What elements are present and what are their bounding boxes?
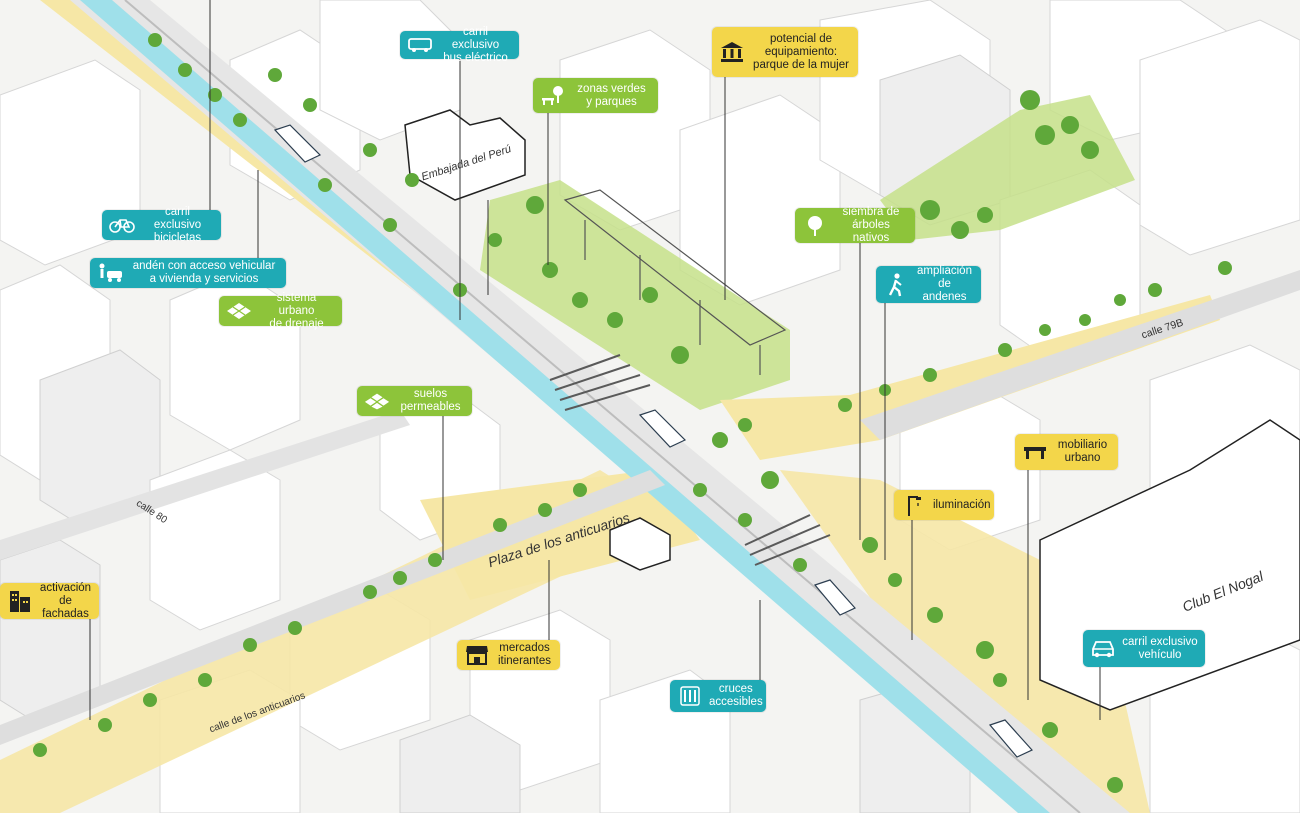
cross-streets (0, 270, 1300, 745)
museum-icon (719, 41, 745, 63)
tree-icon (802, 215, 828, 237)
bus-icon (407, 34, 433, 56)
bicycle-icon (109, 214, 135, 236)
buildings-icon (7, 590, 33, 612)
street-lamp-icon (901, 494, 927, 516)
callout-iluminacion: iluminación (894, 490, 994, 520)
permeable-tiles-icon (364, 390, 390, 412)
crosswalk-icon (677, 685, 703, 707)
pergola-structure (563, 189, 787, 375)
bench-tree-icon (540, 85, 566, 107)
car-icon (1090, 638, 1116, 660)
bench-icon (1022, 441, 1048, 463)
grid-tiles-icon (226, 300, 252, 322)
pedestrian-car-icon (97, 262, 123, 284)
leader-lines (89, 0, 1101, 720)
buses (273, 124, 1033, 758)
walking-person-icon (883, 272, 909, 296)
market-stall-icon (464, 644, 490, 666)
crosswalk-stripes (549, 354, 831, 566)
trees (33, 33, 1232, 793)
